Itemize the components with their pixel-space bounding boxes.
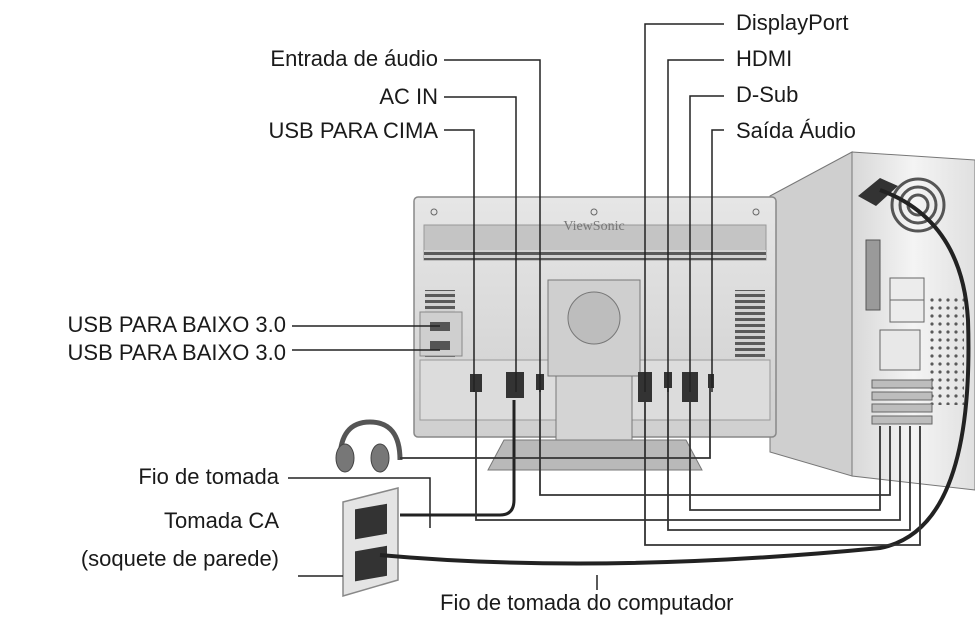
cables (379, 188, 971, 566)
label-usb-down-1: USB PARA BAIXO 3.0 (67, 312, 286, 337)
leader-lines (288, 23, 724, 590)
monitor-brand-text: ViewSonic (563, 219, 624, 234)
monitor-stand (487, 279, 703, 471)
label-usb-down-2: USB PARA BAIXO 3.0 (67, 340, 286, 365)
label-power-cord: Fio de tomada (138, 464, 279, 489)
usb-down-port-2 (430, 341, 450, 350)
pc-expansion-slots (871, 379, 933, 425)
label-ac-outlet: Tomada CA (164, 508, 279, 533)
headphones-icon (335, 419, 403, 473)
pc-tower (769, 151, 975, 491)
monitor-back: ViewSonic (413, 196, 777, 471)
label-ac-outlet-detail: (soquete de parede) (80, 546, 279, 571)
label-hdmi: HDMI (736, 46, 793, 71)
pc-power-plug-icon (858, 178, 898, 206)
label-displayport: DisplayPort (736, 10, 849, 35)
label-audio-in: Entrada de áudio (270, 46, 438, 71)
label-usb-up: USB PARA CIMA (268, 118, 438, 143)
label-audio-out: Saída Áudio (736, 118, 856, 143)
label-ac-in: AC IN (379, 84, 438, 109)
label-computer-power-cord: Fio de tomada do computador (440, 590, 734, 615)
wall-outlet-icon (342, 487, 399, 597)
label-dsub: D-Sub (736, 82, 799, 107)
